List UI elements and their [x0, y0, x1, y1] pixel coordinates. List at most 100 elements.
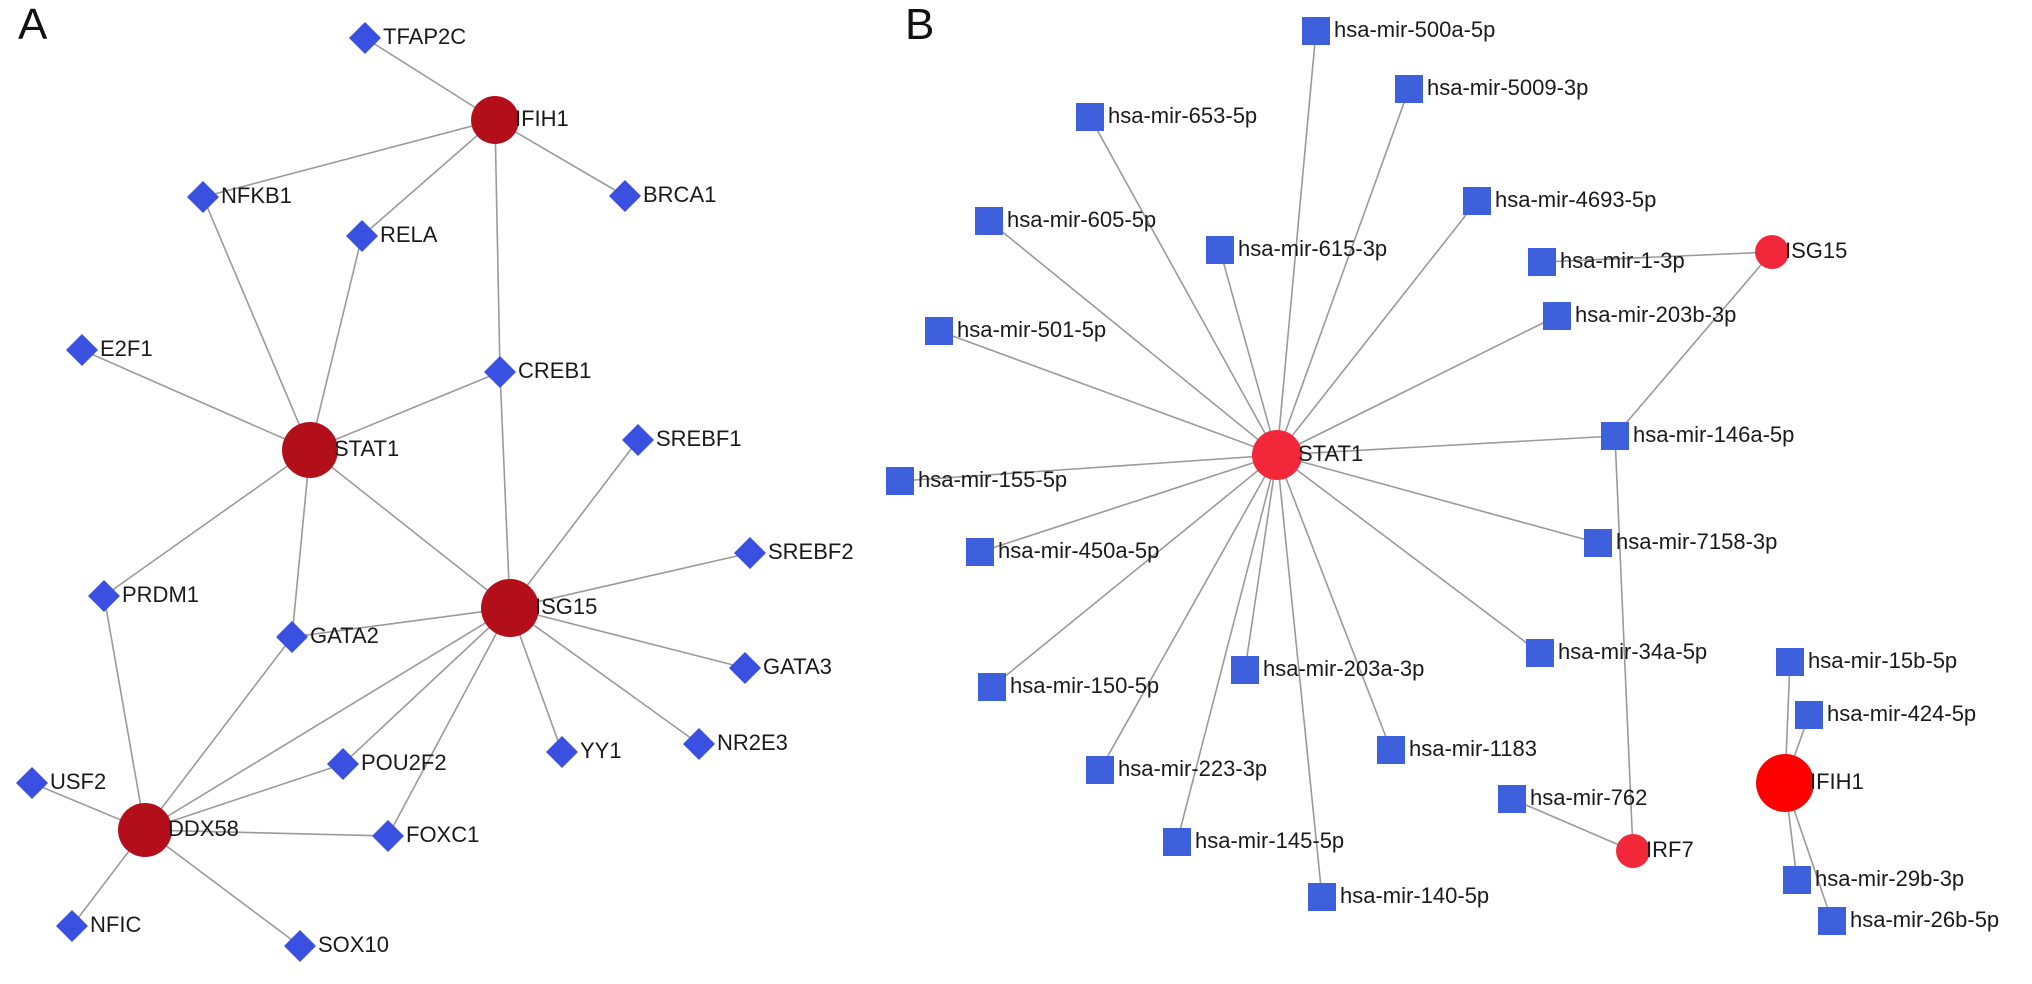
node-nr2e3[interactable]: NR2E3 [683, 728, 788, 760]
node-usf2[interactable]: USF2 [16, 767, 106, 799]
edge-ifih1-rela [361, 119, 496, 237]
node-label: hsa-mir-4693-5p [1495, 187, 1656, 212]
node-label: NFKB1 [221, 183, 292, 208]
leaf-node-square [1601, 422, 1629, 450]
hub-node-circle [1756, 754, 1814, 812]
edge-stat1-m653 [1089, 116, 1278, 456]
edge-stat1-m605 [988, 220, 1278, 456]
node-m155[interactable]: hsa-mir-155-5p [886, 467, 1067, 495]
node-gata3[interactable]: GATA3 [729, 652, 832, 684]
node-label: STAT1 [334, 436, 399, 461]
node-rela[interactable]: RELA [346, 220, 438, 252]
node-tfap2c[interactable]: TFAP2C [349, 22, 466, 54]
node-m146a[interactable]: hsa-mir-146a-5p [1601, 422, 1794, 450]
edge-isg15-gata2 [291, 607, 511, 638]
node-brca1[interactable]: BRCA1 [609, 180, 716, 212]
leaf-node-diamond [88, 580, 120, 612]
node-irf7[interactable]: IRF7 [1616, 834, 1694, 868]
node-m34a[interactable]: hsa-mir-34a-5p [1526, 639, 1707, 667]
leaf-node-square [1584, 529, 1612, 557]
node-label: hsa-mir-29b-3p [1815, 866, 1964, 891]
node-label: hsa-mir-501-5p [957, 317, 1106, 342]
node-nfkb1[interactable]: NFKB1 [187, 181, 292, 213]
node-nfic[interactable]: NFIC [56, 910, 141, 942]
edge-stat1-gata2 [291, 449, 311, 638]
leaf-node-diamond [346, 220, 378, 252]
node-prdm1[interactable]: PRDM1 [88, 580, 199, 612]
node-creb1[interactable]: CREB1 [484, 356, 591, 388]
edge-isg15-m146a [1614, 251, 1773, 437]
leaf-node-square [966, 538, 994, 566]
node-m1183[interactable]: hsa-mir-1183 [1377, 736, 1537, 764]
node-gata2[interactable]: GATA2 [276, 621, 379, 653]
hub-node-circle [1616, 834, 1650, 868]
node-ifih1[interactable]: IFIH1 [471, 96, 569, 144]
node-label: hsa-mir-145-5p [1195, 828, 1344, 853]
node-m223[interactable]: hsa-mir-223-3p [1086, 756, 1267, 784]
node-m26b[interactable]: hsa-mir-26b-5p [1818, 907, 1999, 935]
node-m500a[interactable]: hsa-mir-500a-5p [1302, 17, 1495, 45]
node-pou2f2[interactable]: POU2F2 [327, 748, 447, 780]
leaf-node-diamond [66, 334, 98, 366]
node-m424[interactable]: hsa-mir-424-5p [1795, 701, 1976, 729]
node-srebf1[interactable]: SREBF1 [622, 424, 742, 456]
hub-node-circle [1252, 430, 1302, 480]
edge-stat1-rela [309, 235, 363, 451]
node-m15b[interactable]: hsa-mir-15b-5p [1776, 648, 1957, 676]
panel-a-letter: A [18, 0, 48, 49]
leaf-node-square [925, 317, 953, 345]
node-srebf2[interactable]: SREBF2 [734, 537, 854, 569]
node-m29b[interactable]: hsa-mir-29b-3p [1783, 866, 1964, 894]
node-foxc1[interactable]: FOXC1 [372, 820, 479, 852]
edge-ifih1-nfkb1 [202, 119, 496, 198]
edge-stat1-m4693 [1276, 200, 1478, 456]
node-ddx58[interactable]: DDX58 [118, 803, 239, 857]
node-m450a[interactable]: hsa-mir-450a-5p [966, 538, 1159, 566]
node-m4693[interactable]: hsa-mir-4693-5p [1463, 187, 1656, 215]
edge-isg15-m1 [1541, 251, 1773, 263]
node-m203b[interactable]: hsa-mir-203b-3p [1543, 302, 1736, 330]
node-label: hsa-mir-150-5p [1010, 673, 1159, 698]
leaf-node-diamond [546, 736, 578, 768]
leaf-node-diamond [187, 181, 219, 213]
node-label: POU2F2 [361, 750, 447, 775]
node-m615[interactable]: hsa-mir-615-3p [1206, 236, 1387, 264]
leaf-node-square [1543, 302, 1571, 330]
node-ifih1[interactable]: IFIH1 [1756, 754, 1864, 812]
leaf-node-square [975, 207, 1003, 235]
leaf-node-square [1308, 883, 1336, 911]
node-label: SREBF1 [656, 426, 742, 451]
node-e2f1[interactable]: E2F1 [66, 334, 153, 366]
node-m762[interactable]: hsa-mir-762 [1498, 785, 1647, 813]
node-isg15[interactable]: ISG15 [481, 579, 597, 637]
node-m1[interactable]: hsa-mir-1-3p [1528, 248, 1685, 276]
leaf-node-square [1206, 236, 1234, 264]
node-m501[interactable]: hsa-mir-501-5p [925, 317, 1106, 345]
hub-node-circle [481, 579, 539, 637]
node-stat1[interactable]: STAT1 [282, 422, 399, 478]
node-label: ISG15 [535, 594, 597, 619]
edge-stat1-m223 [1099, 454, 1278, 771]
node-m145[interactable]: hsa-mir-145-5p [1163, 828, 1344, 856]
node-label: IRF7 [1646, 837, 1694, 862]
node-isg15[interactable]: ISG15 [1755, 235, 1847, 269]
node-m140[interactable]: hsa-mir-140-5p [1308, 883, 1489, 911]
leaf-node-square [1526, 639, 1554, 667]
node-m653[interactable]: hsa-mir-653-5p [1076, 103, 1257, 131]
leaf-node-square [1776, 648, 1804, 676]
node-m7158[interactable]: hsa-mir-7158-3p [1584, 529, 1777, 557]
leaf-node-square [1231, 656, 1259, 684]
node-m5009[interactable]: hsa-mir-5009-3p [1395, 75, 1588, 103]
node-sox10[interactable]: SOX10 [284, 930, 389, 962]
node-m605[interactable]: hsa-mir-605-5p [975, 207, 1156, 235]
node-stat1[interactable]: STAT1 [1252, 430, 1363, 480]
node-label: IFIH1 [515, 106, 569, 131]
node-label: hsa-mir-762 [1530, 785, 1647, 810]
edge-stat1-m145 [1176, 454, 1278, 843]
panel-b-letter: B [905, 0, 934, 49]
node-yy1[interactable]: YY1 [546, 736, 622, 768]
node-m203a[interactable]: hsa-mir-203a-3p [1231, 656, 1424, 684]
edge-isg15-srebf1 [509, 439, 639, 609]
node-m150[interactable]: hsa-mir-150-5p [978, 673, 1159, 701]
leaf-node-square [1528, 248, 1556, 276]
